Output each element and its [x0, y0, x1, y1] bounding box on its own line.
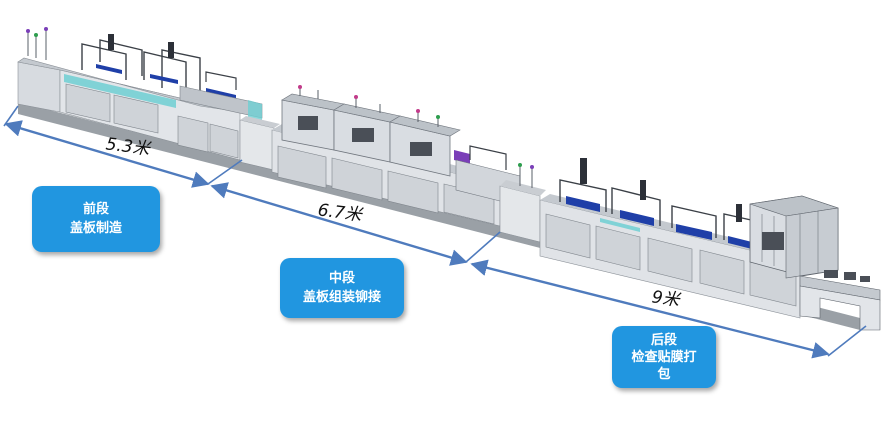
extension-line — [465, 231, 501, 263]
front-section-desc: 盖板制造 — [69, 221, 122, 236]
middle-section-title: 中段 — [328, 271, 355, 286]
middle-length-arrow — [210, 182, 468, 266]
middle-section-desc: 盖板组装铆接 — [302, 290, 381, 305]
dimension-lines — [3, 105, 867, 359]
front-section-title: 前段 — [82, 202, 109, 217]
rear-section-desc-cont: 包 — [657, 366, 671, 382]
rear-section-machine — [539, 158, 881, 331]
rear-length-arrow — [470, 259, 830, 359]
extension-line — [207, 159, 243, 185]
front-length-label: 5.3米 — [104, 134, 151, 160]
rear-length-label: 9米 — [650, 287, 681, 311]
front-section-label: 前段 盖板制造 — [32, 186, 160, 252]
middle-length-label: 6.7米 — [316, 200, 363, 226]
front-length-arrow — [4, 120, 210, 188]
assembly-line-machinery — [17, 27, 881, 331]
extension-line — [827, 325, 867, 357]
rear-section-label: 后段 检查贴膜打 包 — [612, 326, 716, 388]
middle-section-label: 中段 盖板组装铆接 — [280, 258, 404, 318]
rear-section-title: 后段 — [650, 332, 677, 348]
extension-line — [3, 105, 19, 127]
rear-section-desc: 检查贴膜打 — [631, 349, 697, 365]
